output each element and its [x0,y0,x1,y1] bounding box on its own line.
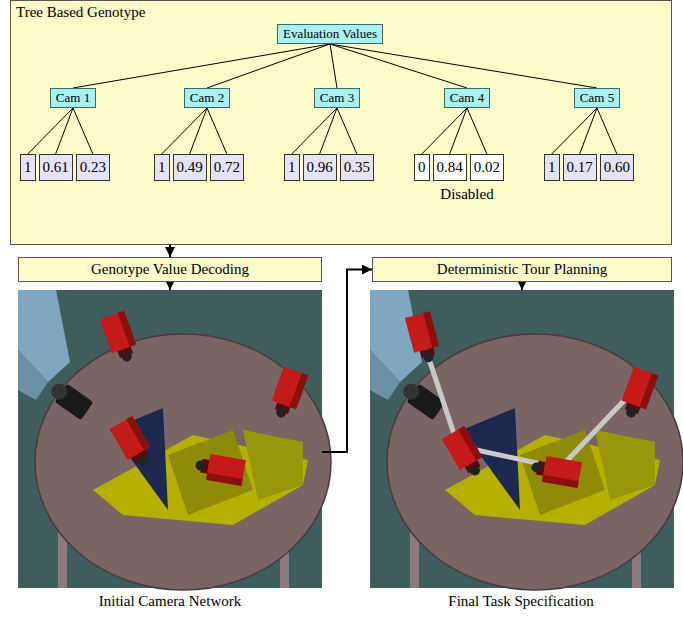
value-box: 0.49 [173,154,207,181]
node-text: Genotype Value Decoding [23,261,317,278]
final-scene [370,290,683,590]
value-box: 0.84 [433,154,467,181]
tree-link [207,108,227,154]
node-text: 0.23 [80,159,106,176]
process-box: Genotype Value Decoding [18,257,322,282]
node-text: 0.60 [604,159,630,176]
tree-link [320,108,337,154]
node-text: 1 [24,159,32,176]
node-text: 0.02 [474,159,500,176]
tree-link [580,108,597,154]
camera-box: Cam 1 [50,88,96,108]
tree-link [330,44,337,88]
value-box: 0.23 [76,154,110,181]
tree-link [467,108,487,154]
tree-link [330,44,467,88]
value-box: 0.61 [39,154,73,181]
scene-panel: Final Task Specification [370,290,672,616]
node-text: Cam 5 [580,90,614,106]
tree-link [450,108,467,154]
node-text: 0.61 [43,159,69,176]
camera-box: Cam 3 [314,88,360,108]
value-box: 0.96 [303,154,337,181]
node-text: 1 [158,159,166,176]
value-box: 0.17 [563,154,597,181]
value-box: 0 [414,154,430,181]
tree-link [597,108,617,154]
node-text: Tree Based Genotype [11,1,671,24]
value-box: 0.35 [340,154,374,181]
genotype-panel: Tree Based GenotypeEvaluation ValuesCam … [10,0,672,245]
camera-box: Cam 2 [184,88,230,108]
flow-arrow [169,245,171,257]
node-text: 1 [288,159,296,176]
process-box: Deterministic Tour Planning [372,257,672,282]
initial-scene [18,290,331,590]
tree-link [162,108,207,154]
flow-arrow [521,282,523,290]
panel-fill [10,0,672,245]
node-text: 0.72 [214,159,240,176]
node-text: Cam 1 [56,90,90,106]
value-box: 0.72 [210,154,244,181]
camera-box: Cam 4 [444,88,490,108]
node-text: Deterministic Tour Planning [377,261,667,278]
tree-link [28,108,73,154]
tree-link [422,108,467,154]
status-label: Disabled [440,186,493,203]
node-text: Cam 4 [450,90,484,106]
node-text: 1 [548,159,556,176]
tree-link [190,108,207,154]
scene-panel: Initial Camera Network [18,290,322,616]
camera-box: Cam 5 [574,88,620,108]
tree-link [73,44,330,88]
value-box: 0.02 [470,154,504,181]
value-box: 1 [154,154,170,181]
node-text: Initial Camera Network [18,593,322,616]
value-box: 0.60 [600,154,634,181]
node-text: 0.35 [344,159,370,176]
root-box: Evaluation Values [277,24,383,44]
tree-link [552,108,597,154]
tree-link [73,108,93,154]
value-box: 1 [20,154,36,181]
node-text: 0.17 [567,159,593,176]
node-text: Evaluation Values [283,26,377,42]
tree-link [292,108,337,154]
value-box: 1 [284,154,300,181]
node-text: Cam 3 [320,90,354,106]
node-text: 0.84 [437,159,463,176]
tree-link [56,108,73,154]
node-text: Cam 2 [190,90,224,106]
node-text: 0.96 [307,159,333,176]
flow-arrow [322,270,372,453]
value-box: 1 [544,154,560,181]
node-text: 0 [418,159,426,176]
tree-link [337,108,357,154]
node-text: 0.49 [177,159,203,176]
tree-link [330,44,597,88]
tree-link [207,44,330,88]
flow-arrow [169,282,171,290]
node-text: Final Task Specification [370,593,672,616]
